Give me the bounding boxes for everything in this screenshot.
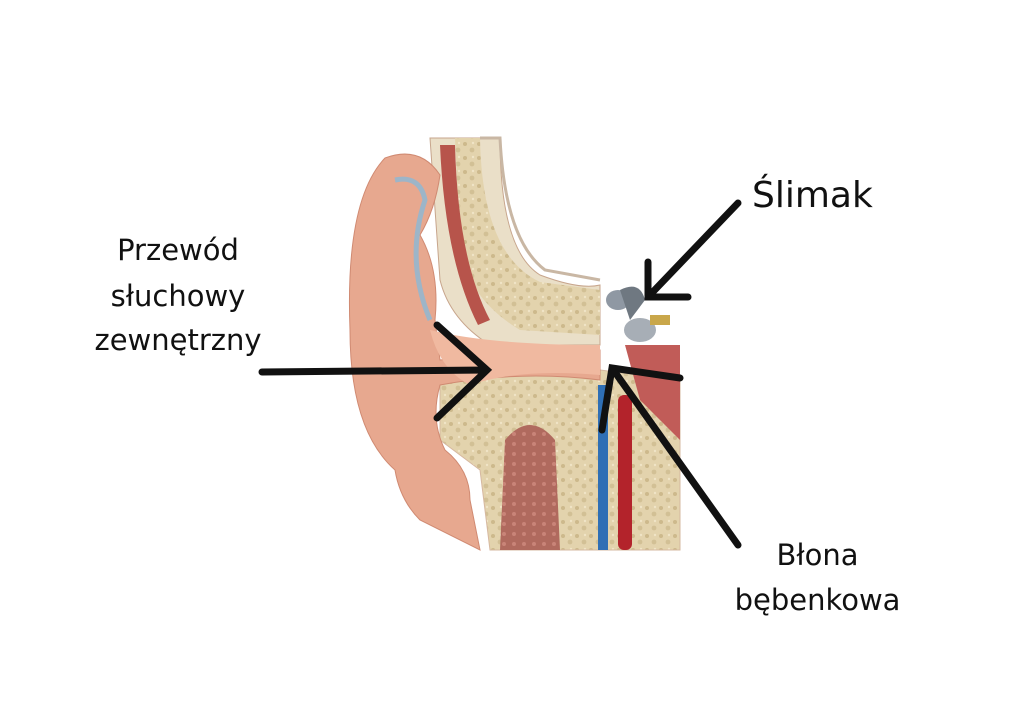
eardrum-arrow [598, 364, 742, 549]
label-ear-canal-line1: Przewód [117, 233, 239, 267]
inner-ear [606, 286, 670, 342]
label-eardrum-line2: bębenkowa [734, 583, 901, 617]
ear-canal-arrow [258, 321, 493, 422]
arrows [258, 199, 742, 549]
label-ear-canal-line3: zewnętrzny [94, 323, 262, 357]
label-ear-canal-line2: słuchowy [110, 279, 246, 313]
skull-section [429, 136, 601, 346]
cochlea-arrow [644, 199, 742, 301]
label-cochlea: Ślimak [752, 175, 873, 216]
label-eardrum-line1: Błona [776, 538, 859, 572]
